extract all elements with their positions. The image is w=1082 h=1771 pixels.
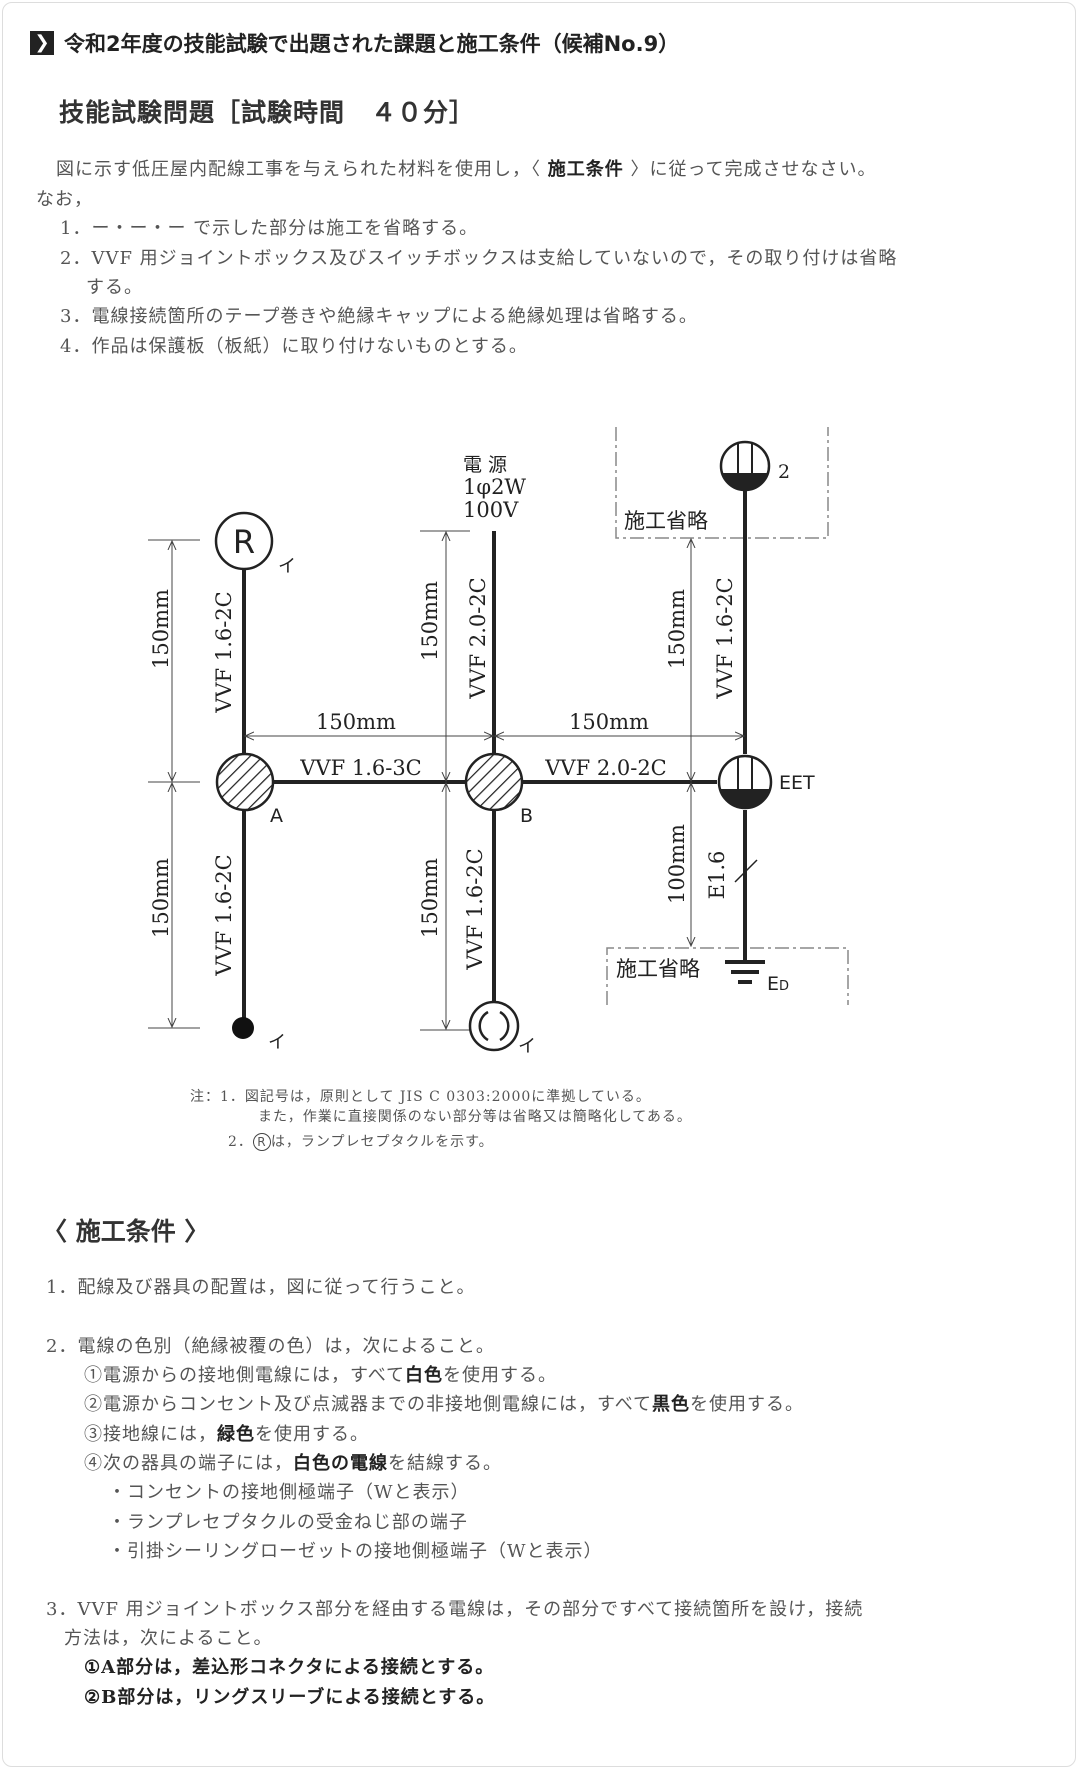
- condition-3-2: ②B部分は，リングスリーブによる接続とする。: [84, 1687, 496, 1708]
- label-i: イ: [518, 1036, 536, 1057]
- dimension-lines: [148, 530, 744, 1031]
- dim-label: 150mm: [569, 710, 649, 734]
- power-label: 電 源: [463, 454, 507, 476]
- dim-label: 150mm: [149, 858, 173, 938]
- cable-b-to-eet: VVF 2.0-2C: [544, 756, 667, 780]
- ground-icon: [725, 960, 765, 984]
- cable-earth: E1.6: [705, 851, 729, 900]
- cable-b-down: VVF 1.6-2C: [463, 848, 487, 971]
- condition-3-cont: 方法は，次によること。: [64, 1628, 273, 1649]
- problem-item-cont: する。: [86, 277, 143, 298]
- cable-a-to-b: VVF 1.6-3C: [299, 756, 422, 780]
- lamp-receptacle-symbol: R: [233, 523, 255, 561]
- condition-1: 1．配線及び器具の配置は，図に従って行うこと。: [46, 1277, 476, 1298]
- label-i: イ: [268, 1032, 286, 1053]
- problem-item: 1．ー・ー・ー で示した部分は施工を省略する。: [60, 218, 479, 239]
- lamp-receptacle-icon: R: [214, 511, 274, 571]
- note-1: 注：1．図記号は，原則として JIS C 0303:2000に準拠している。: [190, 1089, 651, 1105]
- intro-bold: 施工条件: [547, 159, 624, 180]
- dim-label: 150mm: [418, 581, 442, 661]
- nao-text: なお，: [36, 189, 93, 210]
- cable-power-to-b: VVF 2.0-2C: [466, 577, 490, 700]
- problem-item: 3．電線接続箇所のテープ巻きや絶縁キャップによる絶縁処理は省略する。: [60, 306, 698, 327]
- dim-label: 100mm: [665, 824, 689, 904]
- power-voltage-label: 100V: [463, 498, 519, 522]
- condition-2-4-item: ・コンセントの接地側極端子（Wと表示）: [108, 1482, 470, 1503]
- wires: [242, 490, 747, 1028]
- r-circle-icon: R: [252, 1133, 271, 1151]
- condition-2-4-item: ・ランプレセプタクルの受金ねじ部の端子: [108, 1512, 468, 1533]
- outlet-icon: [468, 1000, 520, 1052]
- omitted-label-bottom: 施工省略: [616, 957, 700, 981]
- eet-outlet-icon: [717, 754, 773, 810]
- pilot-count-label: 2: [778, 461, 790, 483]
- junction-box-a-icon: [215, 752, 275, 812]
- condition-2: 2．電線の色別（絶縁被覆の色）は，次によること。: [46, 1336, 495, 1357]
- cable-lamp-to-eet: VVF 1.6-2C: [713, 577, 737, 700]
- note-2-text: は，ランプレセプタクルを示す。: [270, 1134, 494, 1150]
- box-b-label: B: [520, 805, 533, 827]
- conditions-heading: 〈 施工条件 〉: [42, 1217, 210, 1246]
- eet-label: EET: [779, 772, 815, 794]
- note-1-cont: また，作業に直接関係のない部分等は省略又は簡略化してある。: [258, 1109, 692, 1125]
- section-title-text: 令和2年度の技能試験で出題された課題と施工条件（候補No.9）: [64, 32, 680, 56]
- omitted-label-top: 施工省略: [624, 509, 708, 533]
- dim-label: 150mm: [665, 589, 689, 669]
- cable-a-down: VVF 1.6-2C: [212, 854, 236, 977]
- problem-item: 4．作品は保護板（板紙）に取り付けないものとする。: [60, 336, 528, 357]
- chevron-right-icon: ❯: [30, 31, 54, 55]
- condition-3: 3．VVF 用ジョイントボックス部分を経由する電線は，その部分ですべて接続箇所を…: [46, 1599, 864, 1620]
- problem-item: 2．VVF 用ジョイントボックス及びスイッチボックスは支給していないので，その取…: [60, 248, 898, 269]
- condition-3-1: ①A部分は，差込形コネクタによる接続とする。: [84, 1657, 495, 1678]
- problem-heading: 技能試験問題［試験時間 ４０分］: [59, 98, 476, 127]
- ceiling-rosette-icon: [232, 1017, 254, 1039]
- intro-part: 図に示す低圧屋内配線工事を与えられた材料を使用し，〈: [56, 159, 548, 180]
- box-a-label: A: [270, 805, 283, 827]
- pilot-lamp-icon: [719, 440, 771, 492]
- ground-label: ED: [767, 973, 789, 995]
- power-phase-label: 1φ2W: [463, 475, 526, 499]
- condition-2-1: ①電源からの接地側電線には，すべて白色を使用する。: [84, 1365, 558, 1386]
- dim-label: 150mm: [149, 589, 173, 669]
- intro-part: 〉に従って完成させなさい。: [623, 159, 877, 180]
- condition-2-3: ③接地線には，緑色を使用する。: [84, 1424, 369, 1445]
- cable-r-to-a: VVF 1.6-2C: [212, 591, 236, 714]
- condition-2-4-item: ・引掛シーリングローゼットの接地側極端子（Wと表示）: [108, 1541, 603, 1562]
- section-title: ❯ 令和2年度の技能試験で出題された課題と施工条件（候補No.9）: [30, 28, 679, 58]
- label-i: イ: [278, 556, 296, 577]
- omitted-box-bottom: [606, 947, 849, 1005]
- intro-text: 図に示す低圧屋内配線工事を与えられた材料を使用し，〈 施工条件 〉に従って完成さ…: [56, 159, 877, 181]
- omitted-box-top: [615, 427, 829, 539]
- condition-2-4: ④次の器具の端子には，白色の電線を結線する。: [84, 1453, 502, 1474]
- dim-label: 150mm: [418, 858, 442, 938]
- earth-slash: [734, 859, 758, 883]
- condition-2-2: ②電源からコンセント及び点滅器までの非接地側電線には，すべて黒色を使用する。: [84, 1394, 805, 1415]
- dim-label: 150mm: [316, 710, 396, 734]
- junction-box-b-icon: [464, 752, 524, 812]
- note-2-number: 2．: [228, 1134, 253, 1150]
